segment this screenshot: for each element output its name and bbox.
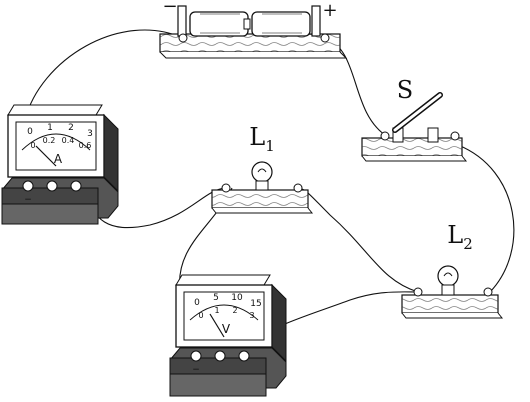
ammeter-terminal-mid[interactable]	[46, 180, 58, 192]
battery-positive-terminal[interactable]	[320, 33, 330, 43]
switch-assembly: S	[361, 76, 468, 162]
battery-cell-1	[189, 11, 251, 37]
ammeter-scale-bottom-2: 0.4	[62, 136, 75, 145]
lamp-2-assembly: L2	[401, 221, 504, 319]
voltmeter-scale-bottom-1: 1	[214, 306, 219, 315]
wire-lamp2-to-lamp1	[297, 187, 419, 293]
wire-switch-to-lamp2	[457, 144, 515, 293]
battery-minus-label: −	[162, 0, 177, 17]
voltmeter-needle	[209, 313, 225, 338]
battery-cell-2	[251, 11, 311, 37]
lamp-1-bulb-icon	[251, 161, 273, 191]
ammeter-terminal-negative[interactable]	[22, 180, 34, 192]
voltmeter-scale-bottom-0: 0	[198, 311, 203, 320]
switch-label: S	[397, 76, 413, 104]
ammeter-scale-top-0: 0	[27, 127, 33, 137]
lamp-2-label: L2	[447, 221, 472, 253]
voltmeter-scale-top-1: 5	[213, 293, 219, 303]
ammeter-scale-top-2: 2	[68, 123, 74, 133]
voltmeter: 0 5 10 15 0 1 2 3 V −	[169, 274, 287, 397]
ammeter-scale-top-1: 1	[47, 123, 53, 133]
ammeter-scale-bottom-0: 0	[30, 141, 35, 150]
voltmeter-scale-bottom-3: 3	[249, 311, 254, 320]
ammeter-terminal-mark: −	[24, 195, 32, 205]
battery-assembly: − +	[159, 0, 348, 59]
lamp-1-assembly: L1	[211, 123, 314, 214]
ammeter-unit-label: A	[54, 152, 63, 166]
voltmeter-scale-top-0: 0	[194, 298, 200, 308]
lamp-2-bulb-icon	[437, 265, 459, 296]
ammeter-scale-bottom-3: 0.6	[79, 141, 92, 150]
voltmeter-terminal-high[interactable]	[238, 350, 250, 362]
voltmeter-scale-top-3: 15	[250, 299, 261, 309]
voltmeter-unit-label: V	[222, 322, 231, 336]
voltmeter-terminal-mid[interactable]	[214, 350, 226, 362]
voltmeter-scale-bottom-2: 2	[232, 306, 237, 315]
ammeter-scale-top-3: 3	[87, 129, 93, 139]
ammeter-scale-bottom-1: 0.2	[43, 136, 56, 145]
battery-plus-label: +	[322, 0, 337, 21]
voltmeter-terminal-mark: −	[192, 365, 200, 375]
voltmeter-dial-face	[183, 291, 265, 341]
ammeter: 0 1 2 3 0 0.2 0.4 0.6 A −	[1, 104, 119, 225]
battery-negative-terminal[interactable]	[178, 33, 188, 43]
voltmeter-scale-top-2: 10	[231, 293, 243, 303]
ammeter-terminal-high[interactable]	[70, 180, 82, 192]
voltmeter-terminal-negative[interactable]	[190, 350, 202, 362]
ammeter-dial-face	[15, 121, 97, 171]
ammeter-needle	[35, 145, 57, 167]
lamp-1-label: L1	[249, 123, 274, 155]
